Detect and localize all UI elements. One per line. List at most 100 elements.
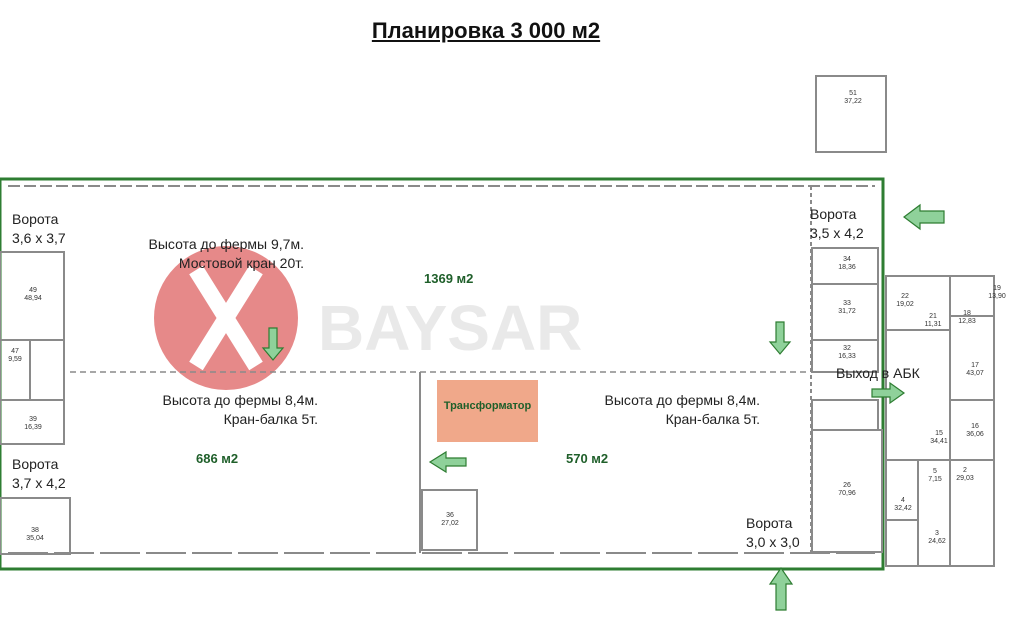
room-num: 34 [843, 256, 851, 263]
arrow-entry-top-right [903, 203, 945, 231]
room-area: 19,02 [896, 301, 914, 309]
room-area: 70,96 [838, 490, 856, 498]
gate-left-top-size: 3,6 х 3,7 [12, 229, 66, 246]
room-area: 29,03 [956, 475, 974, 483]
gate-right-top-label: Ворота [810, 206, 857, 222]
note-mid-left: Высота до фермы 8,4м. Кран-балка 5т. [122, 391, 318, 429]
room-area: 7,15 [928, 476, 942, 484]
room-num: 36 [446, 512, 454, 519]
gate-left-top: Ворота 3,6 х 3,7 [12, 210, 66, 248]
room-num: 5 [933, 468, 937, 475]
arrow-transformer [428, 450, 467, 474]
gate-right-top: Ворота 3,5 х 4,2 [810, 205, 864, 243]
room-num: 18 [963, 310, 971, 317]
room-area: 27,02 [441, 520, 459, 528]
area-right: 570 м2 [566, 451, 609, 466]
room-area: 16,33 [838, 353, 856, 361]
note-top-left: Высота до фермы 9,7м. Мостовой кран 20т. [102, 235, 304, 273]
room-num: 15 [935, 430, 943, 437]
room-num: 19 [993, 285, 1001, 292]
room-num: 51 [849, 90, 857, 97]
room-area: 16,39 [24, 424, 42, 432]
walls [0, 75, 995, 567]
gate-left-bottom-label: Ворота [12, 456, 59, 472]
gate-right-top-size: 3,5 х 4,2 [810, 224, 864, 241]
room-num: 32 [843, 345, 851, 352]
room-area: 24,62 [928, 538, 946, 546]
watermark-logo [154, 246, 298, 390]
room-area: 37,22 [844, 98, 862, 106]
room-area: 12,83 [958, 318, 976, 326]
room-num: 38 [31, 527, 39, 534]
room-area: 48,94 [24, 295, 42, 303]
note-mid-left-line1: Высота до фермы 8,4м. [162, 392, 318, 408]
note-mid-right-line1: Высота до фермы 8,4м. [604, 392, 760, 408]
room-area: 31,72 [838, 308, 856, 316]
gate-left-bottom: Ворота 3,7 х 4,2 [12, 455, 66, 493]
arrow-abk [871, 381, 906, 405]
gate-bottom-right-size: 3,0 х 3,0 [746, 533, 800, 550]
room-num: 17 [971, 362, 979, 369]
room-num: 33 [843, 300, 851, 307]
gate-left-top-label: Ворота [12, 211, 59, 227]
room-area: 9,59 [8, 356, 22, 364]
room-num: 47 [11, 348, 19, 355]
gate-bottom-right-label: Ворота [746, 515, 793, 531]
arrow-down-right [768, 321, 792, 355]
gate-left-bottom-size: 3,7 х 4,2 [12, 474, 66, 491]
arrows [261, 203, 945, 611]
note-top-left-line1: Высота до фермы 9,7м. [148, 236, 304, 252]
room-area: 13,90 [988, 293, 1006, 301]
room-num: 26 [843, 482, 851, 489]
room-num: 49 [29, 287, 37, 294]
room-num: 39 [29, 416, 37, 423]
note-mid-right-line2: Кран-балка 5т. [665, 410, 760, 427]
page-title: Планировка 3 000 м2 [371, 18, 601, 43]
note-mid-right: Высота до фермы 8,4м. Кран-балка 5т. [564, 391, 760, 429]
room-area: 36,06 [966, 431, 984, 439]
svg-text:BAYSAR: BAYSAR [318, 292, 582, 364]
gate-bottom-right: Ворота 3,0 х 3,0 [746, 514, 800, 552]
room-num: 22 [901, 293, 909, 300]
room-num: 2 [963, 467, 967, 474]
room-num: 3 [935, 530, 939, 537]
note-top-left-line2: Мостовой кран 20т. [178, 254, 304, 271]
area-main: 1369 м2 [424, 271, 474, 286]
room-area: 34,41 [930, 438, 948, 446]
room-area: 35,04 [26, 535, 44, 543]
room-area: 11,31 [924, 321, 942, 329]
room-num: 21 [929, 313, 937, 320]
room-area: 32,42 [894, 505, 912, 513]
arrow-down-left [261, 327, 285, 361]
transformer-block: Трансформатор [437, 380, 538, 442]
room-area: 18,36 [838, 264, 856, 272]
note-mid-left-line2: Кран-балка 5т. [223, 410, 318, 427]
area-left: 686 м2 [196, 451, 239, 466]
transformer-label: Трансформатор [443, 400, 532, 412]
building-boundary [0, 177, 885, 571]
room-num: 4 [901, 497, 905, 504]
room-area: 43,07 [966, 370, 984, 378]
